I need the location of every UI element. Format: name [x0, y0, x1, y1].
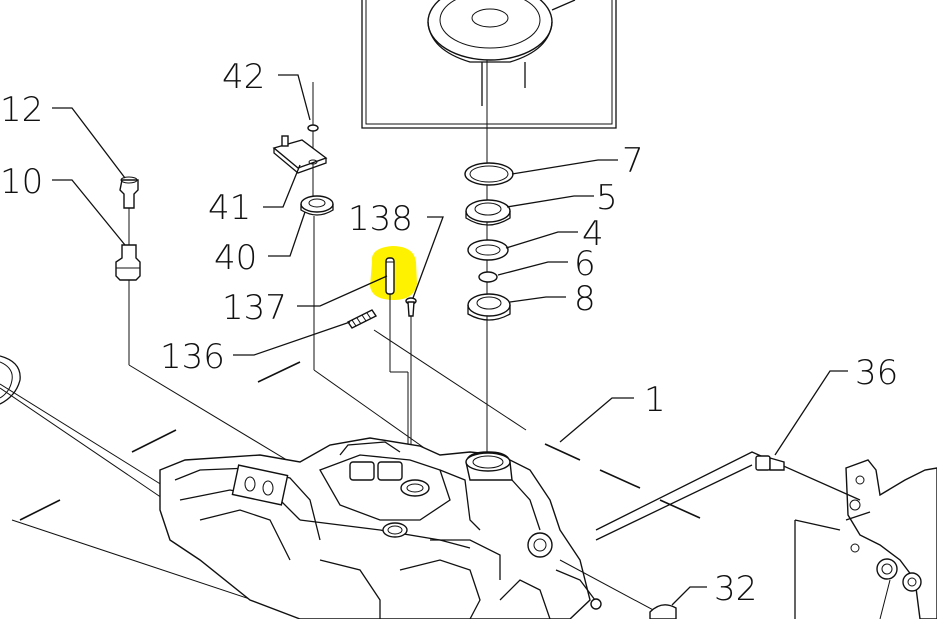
- callout-32: 32: [714, 569, 757, 609]
- callout-1: 1: [644, 380, 666, 420]
- part-32-bushing: [649, 604, 677, 619]
- right-nut-a: [876, 558, 898, 580]
- callout-42: 42: [222, 57, 265, 97]
- part-41-plate: [272, 135, 328, 174]
- part-36-bolt: [755, 455, 785, 471]
- part-4-washer: [467, 239, 509, 261]
- part-138-screw: [405, 297, 417, 317]
- part-40-bearing: [300, 195, 334, 216]
- right-bracket: [595, 451, 937, 619]
- part-136-spring: [346, 309, 378, 329]
- callout-137: 137: [222, 288, 287, 328]
- callout-7: 7: [622, 141, 644, 181]
- part-137-dowel-pin: [385, 257, 395, 295]
- leader-lines: [52, 74, 848, 606]
- part-6-o-ring: [478, 271, 498, 283]
- guide-lines: [19, 361, 701, 521]
- part-5-bearing: [465, 199, 511, 226]
- callout-4: 4: [582, 214, 604, 254]
- part-42-ring: [307, 124, 319, 132]
- callout-5: 5: [596, 178, 618, 218]
- part-7-snap-ring: [464, 162, 514, 186]
- left-seal: [0, 355, 21, 405]
- callout-8: 8: [574, 279, 596, 319]
- callout-40: 40: [214, 238, 257, 278]
- callout-10: 10: [0, 162, 43, 202]
- part-1-housing: [159, 437, 602, 619]
- pulley-box: [361, 0, 617, 129]
- callout-136: 136: [160, 337, 225, 377]
- callout-138: 138: [348, 199, 413, 239]
- right-nut-b: [902, 572, 922, 592]
- callout-6: 6: [574, 244, 596, 284]
- part-12-fitting: [119, 176, 139, 209]
- callout-12: 12: [0, 90, 43, 130]
- part-10-fitting: [115, 244, 141, 281]
- part-8-bearing: [467, 293, 511, 321]
- callout-36: 36: [855, 353, 898, 393]
- callout-41: 41: [208, 188, 251, 228]
